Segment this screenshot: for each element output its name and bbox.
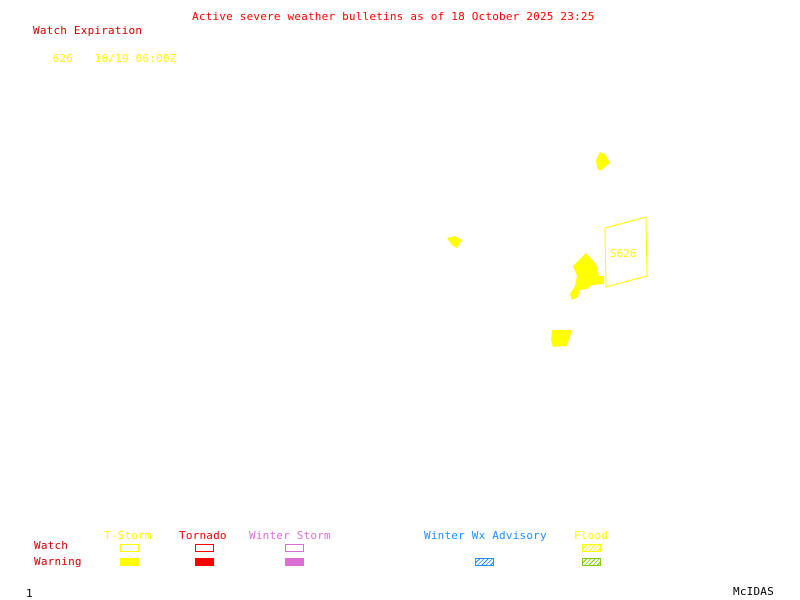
legend-warning-label: Warning	[34, 555, 82, 568]
legend-winter-storm-watch-swatch	[285, 544, 304, 552]
tstorm-warning-polygon-3[interactable]	[570, 253, 604, 300]
legend-flood-warning-swatch	[582, 558, 601, 566]
legend-tornado-warning-swatch	[195, 558, 214, 566]
mcidas-brand: McIDAS	[733, 585, 774, 598]
legend-watch-label: Watch	[34, 539, 69, 552]
bulletin-title: Active severe weather bulletins as of 18…	[192, 10, 595, 23]
watch-expiration-time: 10/19 06:00Z	[94, 52, 177, 65]
legend-tornado-watch-swatch	[195, 544, 214, 552]
watch-expiration-entry: 626 10/19 06:00Z	[39, 41, 177, 65]
watch-number: 626	[52, 52, 74, 65]
watch-box-s626[interactable]	[604, 216, 648, 288]
legend-winter-wx-advisory-label: Winter Wx Advisory	[424, 529, 547, 542]
tstorm-warning-polygon-1[interactable]	[596, 152, 610, 171]
tstorm-warning-polygon-4[interactable]	[551, 330, 572, 347]
legend-flood-watch-swatch	[582, 544, 601, 552]
legend-tstorm-watch-swatch	[120, 544, 139, 552]
legend-winter-wx-advisory-swatch	[475, 558, 494, 566]
legend-flood-label: Flood	[574, 529, 609, 542]
watch-expiration-label: Watch Expiration	[33, 24, 143, 37]
legend-winter-storm-warning-swatch	[285, 558, 304, 566]
frame-number: 1	[26, 587, 33, 600]
legend-winter-storm-label: Winter Storm	[249, 529, 331, 542]
tstorm-warning-polygon-2[interactable]	[447, 236, 462, 248]
legend-tornado-label: Tornado	[179, 529, 227, 542]
legend-tstorm-warning-swatch	[120, 558, 139, 566]
legend-tstorm-label: T-Storm	[104, 529, 152, 542]
watch-box-label: S626	[610, 247, 637, 260]
